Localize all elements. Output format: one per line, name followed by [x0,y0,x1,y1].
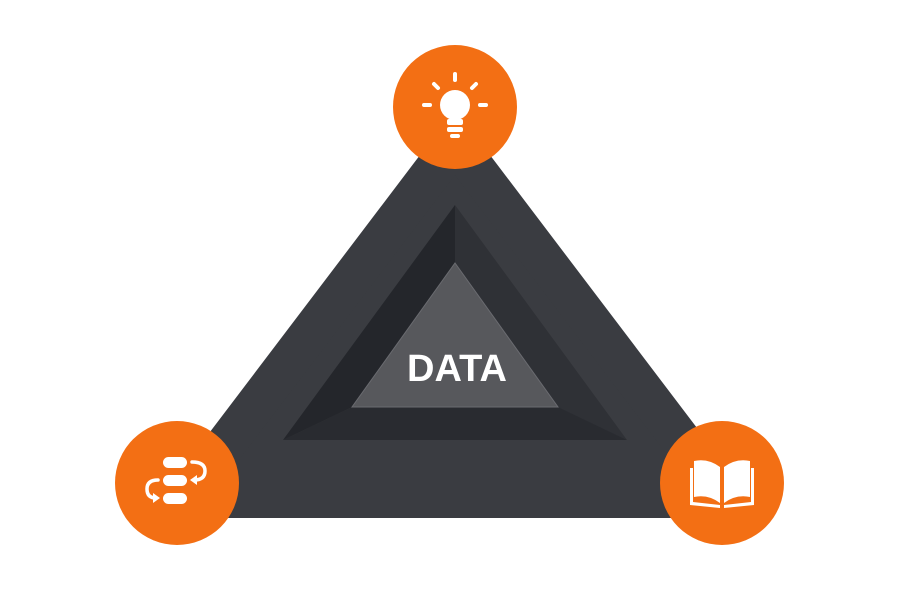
process-flow-icon [145,457,207,504]
core-triangle [351,262,559,408]
lightbulb-icon [422,72,488,138]
inner-frame-bottom-face [283,407,627,440]
inner-frame-left-face [283,205,455,440]
bottom-left-node [115,421,239,545]
center-label: DATA [407,348,507,390]
inner-frame-right-face [455,205,627,440]
bottom-right-node-circle [660,421,784,545]
top-node [393,45,517,169]
open-book-icon [690,460,754,508]
bottom-right-node [660,421,784,545]
